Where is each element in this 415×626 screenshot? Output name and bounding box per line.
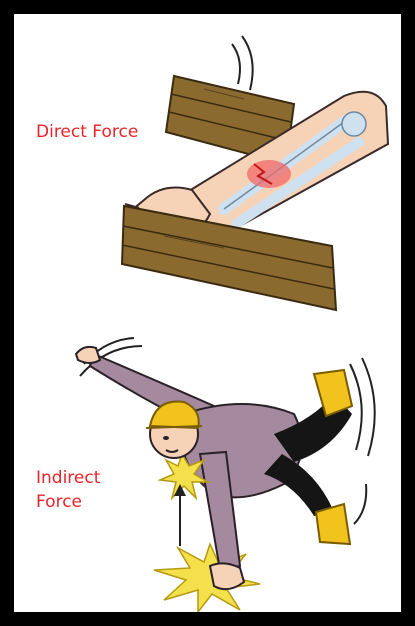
impact-burst [154, 544, 260, 612]
force-illustration [14, 14, 401, 612]
indirect-force-label: Indirect Force [36, 466, 126, 514]
motion-line [242, 36, 253, 90]
force-arrow [174, 484, 186, 546]
boot-lower [316, 504, 350, 544]
raised-hand [76, 347, 100, 363]
indirect-force-label-line2: Force [36, 490, 126, 514]
indirect-force-label-line1: Indirect [36, 466, 126, 490]
motion-line [232, 44, 240, 84]
support-hand [210, 563, 244, 589]
motion-line [354, 484, 366, 524]
direct-force-label: Direct Force [36, 120, 138, 144]
motion-line [362, 358, 375, 456]
direct-force-scene [122, 36, 388, 310]
illustration-panel: Direct Force Indirect Force [14, 14, 401, 612]
